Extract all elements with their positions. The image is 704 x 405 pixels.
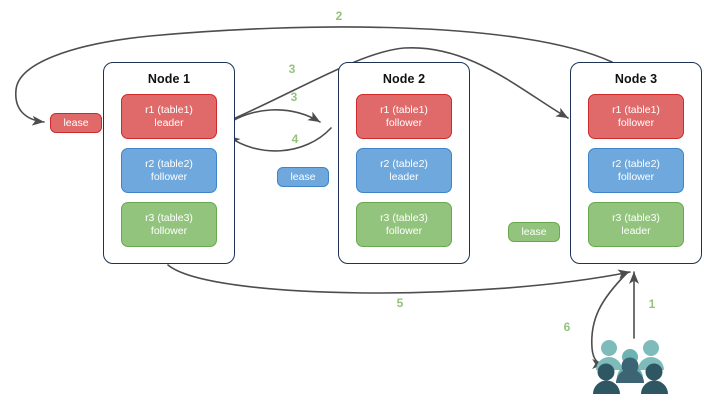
step-label-2: 2 xyxy=(335,9,343,23)
node-3-replica-r3-name: r3 (table3) xyxy=(612,211,660,224)
node-2-title: Node 2 xyxy=(382,72,426,86)
users-icon xyxy=(592,336,676,396)
node-1-replica-r2[interactable]: r2 (table2) follower xyxy=(121,148,217,193)
node-1-replica-r1-name: r1 (table1) xyxy=(145,103,193,116)
node-1-replica-r1[interactable]: r1 (table1) leader xyxy=(121,94,217,139)
node-3-replica-r3[interactable]: r3 (table3) leader xyxy=(588,202,684,247)
node-3-title: Node 3 xyxy=(614,72,658,86)
node-2-replica-r3[interactable]: r3 (table3) follower xyxy=(356,202,452,247)
node-3-replica-r1[interactable]: r1 (table1) follower xyxy=(588,94,684,139)
step-label-6: 6 xyxy=(563,320,571,334)
step-label-1: 1 xyxy=(648,297,656,311)
node-3-replica-r2-name: r2 (table2) xyxy=(612,157,660,170)
lease-chip-table1[interactable]: lease xyxy=(50,113,102,133)
node-1-replica-r3-role: follower xyxy=(150,224,188,237)
node-3-replica-r1-name: r1 (table1) xyxy=(612,103,660,116)
step-label-3-node3: 3 xyxy=(288,62,296,76)
node-3-replica-r1-role: follower xyxy=(617,116,655,129)
arrow-step-3-node2 xyxy=(221,109,321,129)
node-2-replica-r2-name: r2 (table2) xyxy=(380,157,428,170)
node-2-replica-r2[interactable]: r2 (table2) leader xyxy=(356,148,452,193)
node-3[interactable]: Node 3 r1 (table1) follower r2 (table2) … xyxy=(570,62,702,264)
node-1-title: Node 1 xyxy=(147,72,191,86)
node-1-replica-r2-role: follower xyxy=(150,170,188,183)
node-1-replica-r1-role: leader xyxy=(154,116,184,129)
node-2[interactable]: Node 2 r1 (table1) follower r2 (table2) … xyxy=(338,62,470,264)
step-label-4: 4 xyxy=(291,132,299,146)
arrow-step-4 xyxy=(227,127,332,152)
users-front-row xyxy=(593,363,668,394)
node-3-replica-r2[interactable]: r2 (table2) follower xyxy=(588,148,684,193)
node-2-replica-r2-role: leader xyxy=(389,170,419,183)
arrow-step-5 xyxy=(167,264,631,294)
node-1[interactable]: Node 1 r1 (table1) leader r2 (table2) fo… xyxy=(103,62,235,264)
node-2-replica-r1-role: follower xyxy=(385,116,423,129)
node-3-replica-r2-role: follower xyxy=(617,170,655,183)
node-1-replica-r3-name: r3 (table3) xyxy=(145,211,193,224)
node-2-replica-r3-role: follower xyxy=(385,224,423,237)
node-3-replica-r3-role: leader xyxy=(621,224,651,237)
lease-chip-table2[interactable]: lease xyxy=(277,167,329,187)
node-2-replica-r1[interactable]: r1 (table1) follower xyxy=(356,94,452,139)
node-2-replica-r1-name: r1 (table1) xyxy=(380,103,428,116)
lease-chip-table3[interactable]: lease xyxy=(508,222,560,242)
node-2-replica-r3-name: r3 (table3) xyxy=(380,211,428,224)
node-1-replica-r2-name: r2 (table2) xyxy=(145,157,193,170)
node-1-replica-r3[interactable]: r3 (table3) follower xyxy=(121,202,217,247)
step-label-3-node2: 3 xyxy=(290,90,298,104)
step-label-5: 5 xyxy=(396,296,404,310)
